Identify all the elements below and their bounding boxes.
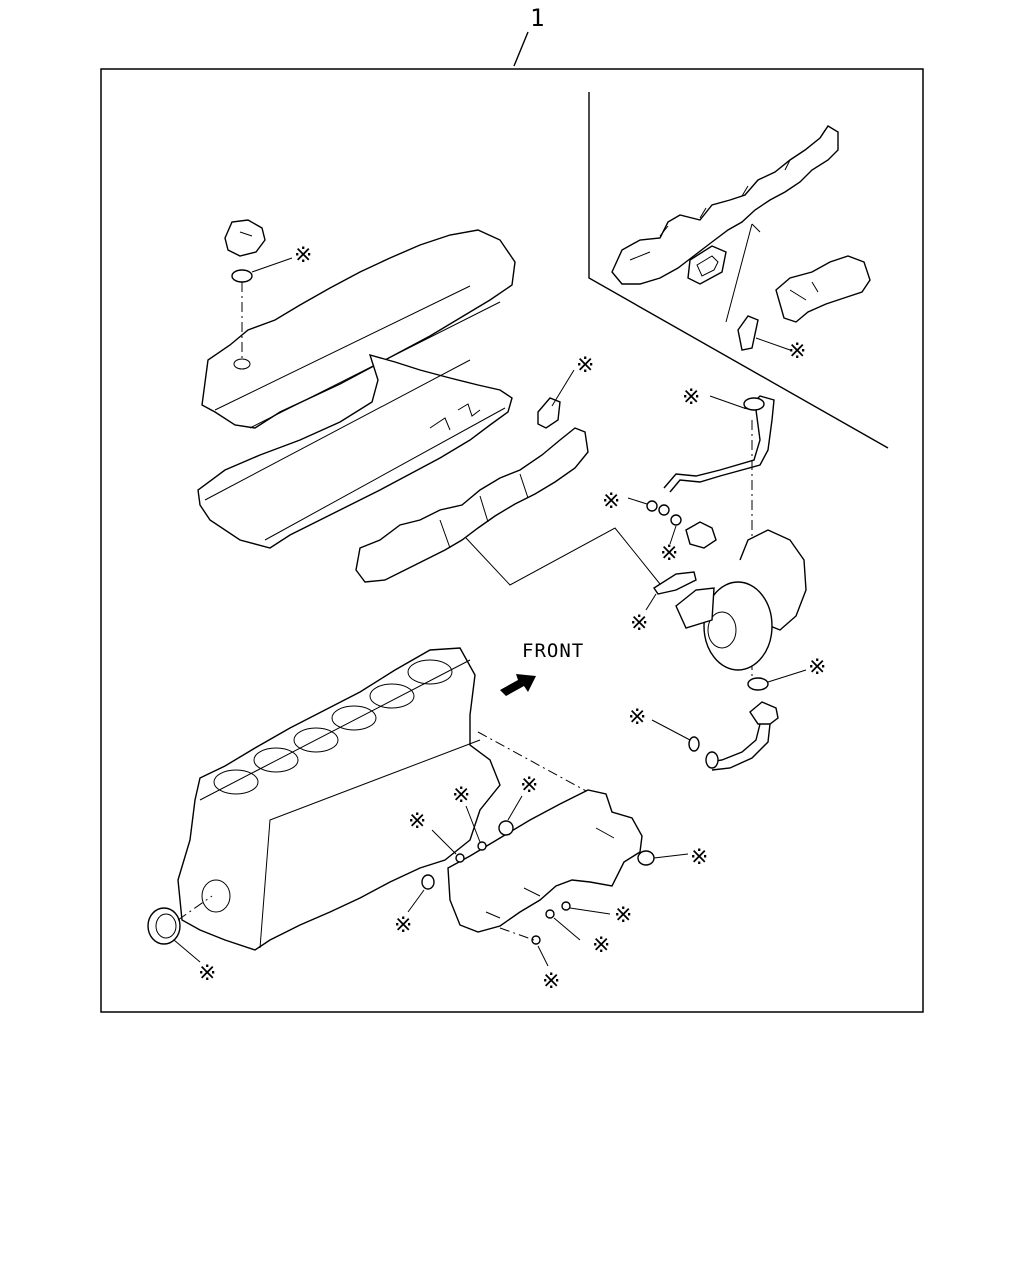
marker-oil-cap-o-ring: ※	[294, 243, 312, 268]
bolt	[685, 521, 717, 549]
oil-cooler-axis	[477, 731, 589, 793]
marker-washer: ※	[602, 489, 620, 514]
marker-cooler-o-ring-4: ※	[394, 913, 412, 938]
cooler-o-ring-5	[637, 850, 655, 866]
cooler-o-ring-1	[455, 853, 465, 863]
oil-filler-cap	[224, 219, 266, 257]
exhaust-gasket	[737, 315, 759, 351]
oil-cap-o-ring	[231, 269, 253, 283]
marker-exhaust-gasket: ※	[788, 339, 806, 364]
marker-turbo-gasket: ※	[630, 611, 648, 636]
marker-cooler-o-ring-2: ※	[452, 783, 470, 808]
marker-cooler-o-ring-8: ※	[542, 969, 560, 994]
turbo-gasket-leader	[465, 527, 661, 586]
marker-bolt-washer: ※	[660, 541, 678, 566]
cylinder-block	[177, 647, 501, 951]
washer-b	[658, 504, 670, 516]
cylinder-head	[197, 353, 513, 549]
oil-cooler	[447, 789, 643, 933]
front-label: FRONT	[522, 640, 584, 662]
cooler-o-ring-7	[545, 909, 555, 919]
cooler-o-ring-8	[531, 935, 541, 945]
cooler-o-ring-2	[477, 841, 487, 851]
marker-crank-oil-seal: ※	[198, 961, 216, 986]
head-gasket-bracket	[537, 397, 561, 429]
cooler-o-ring-4	[421, 874, 435, 890]
kit-frame	[100, 68, 924, 1013]
rocker-cover	[201, 229, 516, 429]
cooler-o-ring-6	[561, 901, 571, 911]
marker-cooler-o-ring-1: ※	[408, 809, 426, 834]
marker-cooler-o-ring-6: ※	[614, 903, 632, 928]
callout-leader	[513, 31, 529, 67]
washer-a	[646, 500, 658, 512]
exhaust-manifold	[611, 125, 839, 285]
exhaust-pipe	[775, 255, 871, 323]
oil-inlet-pipe	[663, 395, 775, 493]
front-arrow-icon	[500, 674, 536, 696]
turbocharger	[675, 529, 807, 671]
turbo-gasket	[653, 571, 697, 595]
marker-cooler-o-ring-5: ※	[690, 845, 708, 870]
marker-oil-pipe-gasket: ※	[682, 385, 700, 410]
manifold-gasket-leader	[725, 223, 761, 323]
oil-return-pipe	[705, 701, 779, 771]
intake-manifold	[355, 427, 589, 583]
marker-head-bracket: ※	[576, 353, 594, 378]
marker-cooler-o-ring-3: ※	[520, 773, 538, 798]
cooler-o-ring-3	[498, 820, 514, 836]
crank-oil-seal	[147, 907, 181, 945]
inset-panel-border	[588, 92, 889, 449]
return-pipe-o-ring	[688, 736, 700, 752]
turbo-o-ring	[747, 677, 769, 691]
marker-cooler-o-ring-7: ※	[592, 933, 610, 958]
marker-return-pipe-o-ring: ※	[628, 705, 646, 730]
callout-number: 1	[530, 4, 544, 32]
washer-c	[670, 514, 682, 526]
marker-turbo-o-ring: ※	[808, 655, 826, 680]
